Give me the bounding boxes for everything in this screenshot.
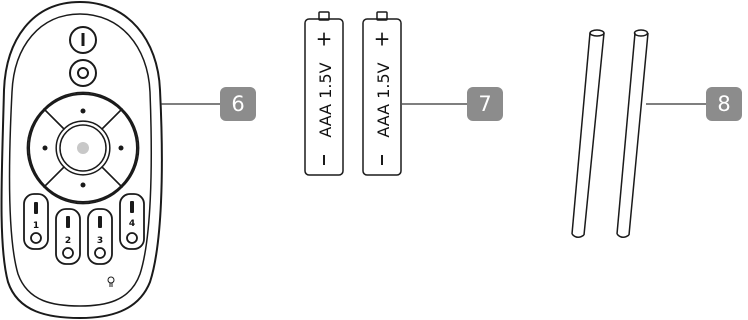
zone-2-label: 2 xyxy=(65,236,71,246)
zone-2-button[interactable] xyxy=(55,208,81,265)
dpad-left-dot xyxy=(42,145,48,151)
callout-6: 6 xyxy=(220,87,256,121)
rod-left xyxy=(571,29,605,238)
zone-3-label: 3 xyxy=(97,236,103,246)
dpad-down-dot xyxy=(80,182,86,188)
rod-right xyxy=(616,29,649,238)
battery-right-terminal xyxy=(376,11,388,21)
power-on-button[interactable] xyxy=(69,26,97,54)
remote-control xyxy=(0,0,163,320)
power-off-button[interactable] xyxy=(69,59,97,87)
battery-right-body xyxy=(362,18,402,176)
zone-1-label: 1 xyxy=(33,221,39,231)
direction-pad xyxy=(26,91,140,205)
brightness-down-button[interactable] xyxy=(42,165,124,205)
dpad-center-ring xyxy=(59,124,107,172)
zone-3-button[interactable] xyxy=(87,208,113,265)
dpad-center-button[interactable] xyxy=(77,142,89,154)
dpad-up-dot xyxy=(80,108,86,114)
zone-1-button[interactable] xyxy=(23,193,49,250)
bulb-icon xyxy=(107,276,115,287)
brightness-up-button[interactable] xyxy=(42,91,124,131)
dpad-right-dot xyxy=(118,145,124,151)
remote-inner-face xyxy=(8,13,153,307)
callout-8: 8 xyxy=(706,87,742,121)
zone-4-label: 4 xyxy=(129,219,135,229)
direction-pad-ring xyxy=(28,93,138,203)
dpad-right-button[interactable] xyxy=(100,107,140,189)
battery-right xyxy=(362,11,402,176)
battery-right-plus: + xyxy=(374,27,391,51)
zone-4-button[interactable] xyxy=(119,193,145,250)
battery-right-label: AAA 1.5V xyxy=(374,62,393,137)
dpad-left-button[interactable] xyxy=(26,107,66,189)
battery-left xyxy=(304,11,344,176)
battery-left-label: AAA 1.5V xyxy=(316,62,335,137)
callout-7: 7 xyxy=(467,87,503,121)
battery-left-terminal xyxy=(318,11,330,21)
battery-left-plus: + xyxy=(316,27,333,51)
battery-left-body xyxy=(304,18,344,176)
remote-outer-shell xyxy=(0,0,163,320)
